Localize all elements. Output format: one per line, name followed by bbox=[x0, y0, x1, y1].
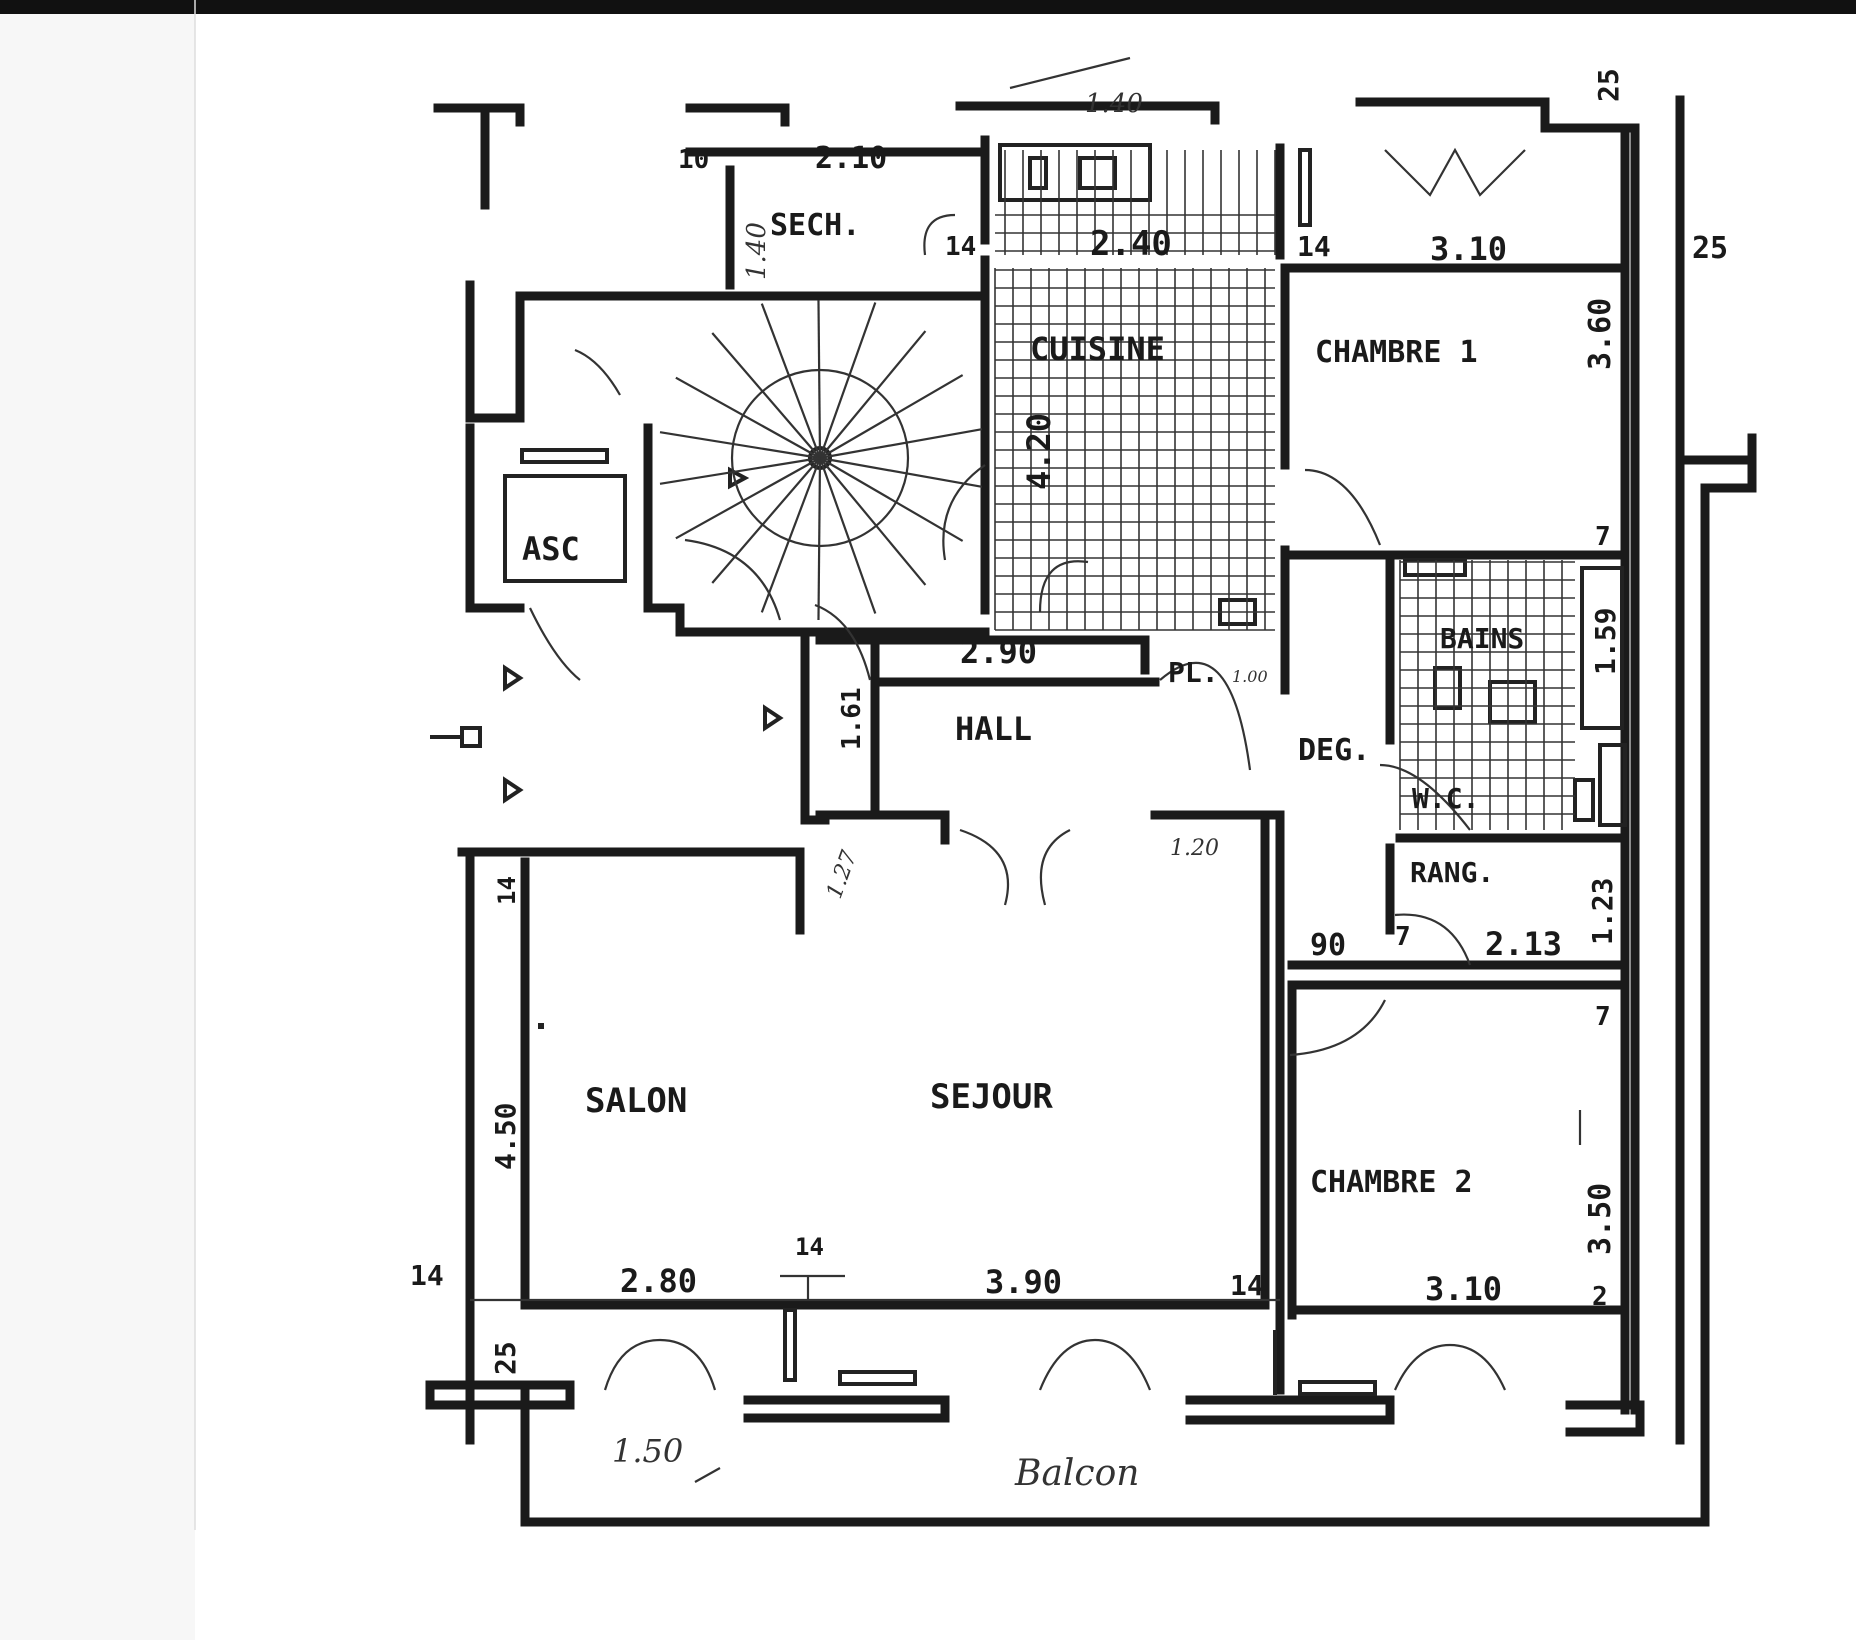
dim-hall-width: 2.90 bbox=[960, 633, 1037, 671]
dim-sech-width: 2.10 bbox=[815, 141, 887, 176]
dim-right-25: 25 bbox=[1692, 231, 1728, 266]
kitchen-tiling bbox=[994, 150, 1276, 631]
spiral-staircase bbox=[659, 299, 983, 621]
room-label-pl: PL. bbox=[1168, 656, 1219, 689]
dim-hall-door: 1.20 bbox=[1170, 836, 1219, 861]
dim-kitchen-width: 2.40 bbox=[1090, 224, 1172, 264]
dim-wall-14-left: 14 bbox=[493, 876, 521, 905]
dim-top-140: 1.40 bbox=[1085, 89, 1143, 119]
room-label-hall: HALL bbox=[955, 710, 1032, 748]
room-label-bains: BAINS bbox=[1440, 622, 1524, 655]
dimension-labels: 25 25 1.40 10 2.10 1.40 14 2.40 4.20 14 … bbox=[410, 68, 1728, 1494]
dim-ch1-14: 14 bbox=[1297, 230, 1331, 263]
room-label-salon: SALON bbox=[585, 1081, 687, 1121]
room-label-sejour: SEJOUR bbox=[930, 1077, 1053, 1117]
dim-bottom-25: 25 bbox=[489, 1341, 522, 1375]
dim-salon-width: 2.80 bbox=[620, 1262, 697, 1300]
dim-rang-height: 1.23 bbox=[1586, 878, 1619, 945]
room-label-sech: SECH. bbox=[770, 208, 860, 243]
room-label-cuisine: CUISINE bbox=[1030, 330, 1165, 368]
dim-balcony-150: 1.50 bbox=[612, 1432, 683, 1470]
dim-top-25: 25 bbox=[1592, 68, 1625, 102]
dim-ch2-height: 3.50 bbox=[1583, 1183, 1618, 1255]
walls bbox=[425, 95, 1757, 1527]
door-swings bbox=[529, 147, 1526, 1391]
dim-pl-width: 1.00 bbox=[1232, 667, 1268, 686]
room-labels: SECH. CUISINE CHAMBRE 1 ASC HALL DEG. BA… bbox=[522, 208, 1524, 1200]
dim-10: 10 bbox=[678, 145, 709, 175]
dim-7b: 7 bbox=[1395, 922, 1411, 952]
dim-ch1-height: 3.60 bbox=[1583, 298, 1618, 370]
dim-7c: 7 bbox=[1595, 1002, 1611, 1032]
dim-deg-90: 90 bbox=[1310, 928, 1346, 963]
dim-hall-161: 1.61 bbox=[837, 687, 867, 750]
dim-rang-width: 2.13 bbox=[1485, 925, 1562, 963]
dim-sech-height: 1.40 bbox=[742, 222, 772, 280]
dim-sejour-width: 3.90 bbox=[985, 1263, 1062, 1301]
room-label-rang: RANG. bbox=[1410, 856, 1494, 889]
room-label-wc: W.C. bbox=[1412, 782, 1479, 815]
room-label-asc: ASC bbox=[522, 530, 580, 568]
dim-2: 2 bbox=[1592, 1282, 1608, 1312]
dim-salon-height: 4.50 bbox=[489, 1103, 522, 1170]
dim-ch1-width: 3.10 bbox=[1430, 230, 1507, 268]
dim-left-14: 14 bbox=[410, 1259, 444, 1292]
dim-bath-height: 1.59 bbox=[1589, 608, 1622, 675]
fixtures bbox=[430, 143, 1627, 1396]
dim-hall-127: 1.27 bbox=[822, 847, 862, 902]
bath-tiling bbox=[1399, 560, 1575, 830]
dim-7a: 7 bbox=[1595, 522, 1611, 552]
dim-kitchen-14: 14 bbox=[945, 232, 976, 262]
dim-kitchen-height: 4.20 bbox=[1020, 413, 1058, 490]
dimension-lines bbox=[470, 56, 1582, 1483]
dim-ch2-width: 3.10 bbox=[1425, 1270, 1502, 1308]
room-label-deg: DEG. bbox=[1298, 733, 1370, 768]
dim-right-14: 14 bbox=[1230, 1269, 1264, 1302]
room-label-chambre-1: CHAMBRE 1 bbox=[1315, 335, 1478, 370]
note-balcon: Balcon bbox=[1014, 1453, 1139, 1494]
room-label-chambre-2: CHAMBRE 2 bbox=[1310, 1165, 1473, 1200]
dim-mid-14: 14 bbox=[795, 1233, 824, 1261]
